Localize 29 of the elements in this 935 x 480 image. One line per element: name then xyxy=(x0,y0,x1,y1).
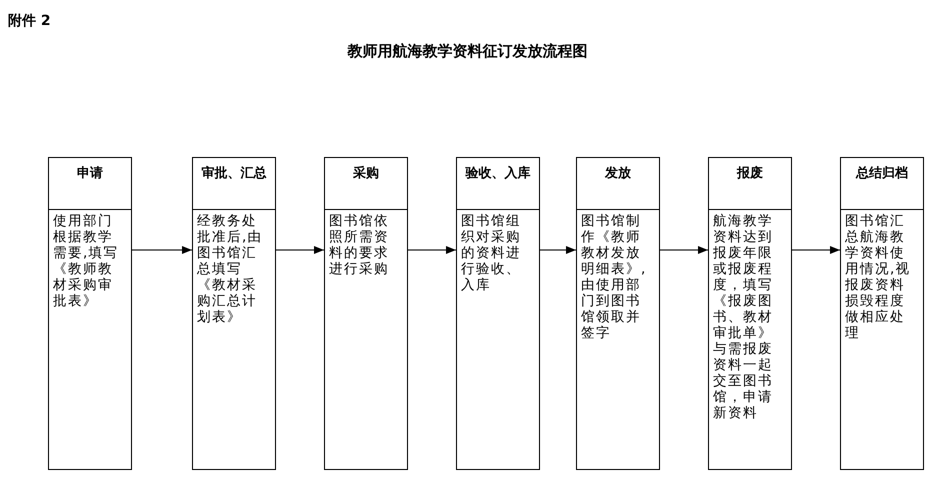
step-heading: 审批、汇总 xyxy=(200,164,268,182)
arrow xyxy=(276,246,324,254)
process-box xyxy=(708,157,792,470)
arrow xyxy=(408,246,456,254)
step-description: 图书馆依照所需资料的要求进行采购 xyxy=(329,213,390,277)
step-heading: 发放 xyxy=(604,165,632,182)
step-description: 图书馆制作《教师教材发放明细表》,由使用部门到图书馆领取并签字 xyxy=(581,213,648,341)
process-box xyxy=(324,157,408,470)
process-box xyxy=(192,157,276,470)
step-description: 使用部门根据教学需要,填写《教师教材采购审批表》 xyxy=(53,213,120,309)
step-heading: 报废 xyxy=(736,164,764,182)
attachment-label: 附件 2 xyxy=(8,12,51,30)
process-box xyxy=(456,157,540,470)
diagram-title: 教师用航海教学资料征订发放流程图 xyxy=(346,42,588,61)
step-description: 经教务处批准后,由图书馆汇总填写《教材采购汇总计划表》 xyxy=(197,213,264,325)
step-description: 图书馆组织对采购的资料进行验收、入库 xyxy=(461,213,522,293)
step-heading: 验收、入库 xyxy=(464,164,532,182)
arrow xyxy=(132,246,192,254)
step-heading: 采购 xyxy=(352,164,380,182)
step-description: 图书馆汇总航海教学资料使用情况,视报废资料损毁程度做相应处理 xyxy=(845,213,912,341)
step-description: 航海教学资料达到报废年限或报废程度，填写《报废图书、教材审批单》与需报废资料一起交至图书馆，申请新资料 xyxy=(713,213,774,421)
step-heading: 申请 xyxy=(76,165,104,182)
step-heading: 总结归档 xyxy=(854,165,909,182)
process-box xyxy=(48,157,132,470)
arrow xyxy=(540,246,576,254)
arrow xyxy=(660,246,708,254)
process-box xyxy=(840,157,924,470)
process-box xyxy=(576,157,660,470)
arrow xyxy=(792,246,840,254)
